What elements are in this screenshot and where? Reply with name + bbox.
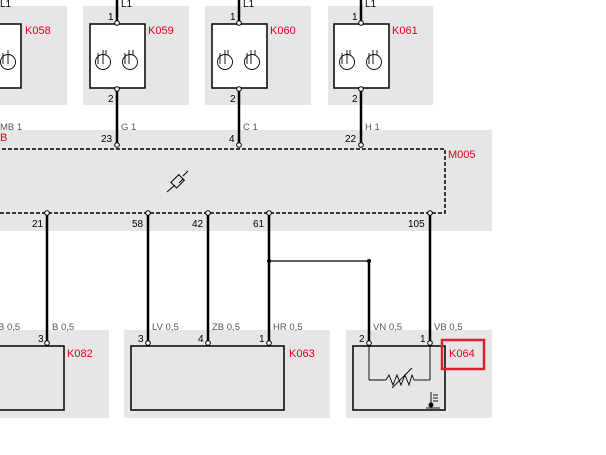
k063-box bbox=[130, 345, 285, 411]
m005-pin-bottom-3: 42 bbox=[192, 219, 204, 230]
junction-dots bbox=[267, 259, 371, 263]
k064-pin-2: 1 bbox=[420, 334, 426, 345]
k058-id: K058 bbox=[25, 25, 51, 37]
bottom-wires bbox=[45, 213, 432, 342]
relay-coil-icon bbox=[95, 50, 138, 70]
relay-coil-icon bbox=[0, 50, 16, 70]
bottom-wire-label-6: VN 0,5 bbox=[373, 322, 402, 333]
left-edge-label: B bbox=[0, 132, 7, 144]
k064-pin-1: 2 bbox=[359, 334, 365, 345]
k059-pin-top: 1 bbox=[108, 12, 114, 23]
bottom-connector-dots bbox=[44, 210, 433, 346]
bottom-wire-label-5: HR 0,5 bbox=[273, 322, 303, 333]
k063-pin-1: 3 bbox=[138, 334, 144, 345]
k063-pin-3: 1 bbox=[259, 334, 265, 345]
k060-pin-bottom: 2 bbox=[230, 94, 236, 105]
m005-pin-bottom-2: 58 bbox=[132, 219, 144, 230]
m005-pin-top-3: 22 bbox=[345, 134, 357, 145]
k060-pin-top: 1 bbox=[230, 12, 236, 23]
m005-wire-label-4: H 1 bbox=[365, 122, 380, 133]
bottom-wire-label-2: B 0,5 bbox=[52, 322, 74, 333]
m005-id: M005 bbox=[448, 149, 476, 161]
m005-pin-top-2: 4 bbox=[229, 134, 235, 145]
m005-pin-bottom-4: 61 bbox=[253, 219, 265, 230]
m005-wire-label-2: G 1 bbox=[121, 122, 136, 133]
k063-id: K063 bbox=[289, 348, 315, 360]
k061-pin-bottom: 2 bbox=[352, 94, 358, 105]
m005-pin-bottom-1: 21 bbox=[32, 219, 44, 230]
k058-box bbox=[0, 23, 22, 89]
k058-wire-label: L1 bbox=[0, 0, 12, 10]
m005-box bbox=[0, 148, 446, 214]
relay-coil-icon bbox=[217, 50, 260, 70]
bottom-wire-label-4: ZB 0,5 bbox=[212, 322, 240, 333]
sensor-probe-icon bbox=[166, 170, 189, 193]
top-connector-dots bbox=[114, 20, 364, 148]
bottom-wire-label-7: VB 0,5 bbox=[434, 322, 463, 333]
k060-wire-label: L1 bbox=[243, 0, 255, 10]
k059-id: K059 bbox=[148, 25, 174, 37]
resistor-icon bbox=[368, 345, 431, 389]
m005-wire-label-3: C 1 bbox=[243, 122, 258, 133]
m005-wire-label-1: MB 1 bbox=[0, 122, 22, 133]
temperature-sensor-icon bbox=[426, 392, 440, 409]
k082-id: K082 bbox=[67, 348, 93, 360]
k064-id: K064 bbox=[449, 348, 475, 360]
m005-pin-bottom-5: 105 bbox=[408, 219, 425, 230]
k082-pin: 3 bbox=[38, 334, 44, 345]
k064-highlight[interactable] bbox=[440, 338, 486, 371]
relay-coil-icon bbox=[339, 50, 382, 70]
m005-pin-top-1: 23 bbox=[101, 134, 113, 145]
k061-id: K061 bbox=[392, 25, 418, 37]
k060-id: K060 bbox=[270, 25, 296, 37]
k059-wire-label: L1 bbox=[121, 0, 133, 10]
k059-pin-bottom: 2 bbox=[108, 94, 114, 105]
k082-box bbox=[0, 345, 65, 411]
bottom-wire-label-3: LV 0,5 bbox=[152, 322, 179, 333]
k061-pin-top: 1 bbox=[352, 12, 358, 23]
bottom-wire-label-1: B 0,5 bbox=[0, 322, 20, 333]
k063-pin-2: 4 bbox=[198, 334, 204, 345]
top-wires bbox=[115, 0, 363, 145]
k061-wire-label: L1 bbox=[365, 0, 377, 10]
